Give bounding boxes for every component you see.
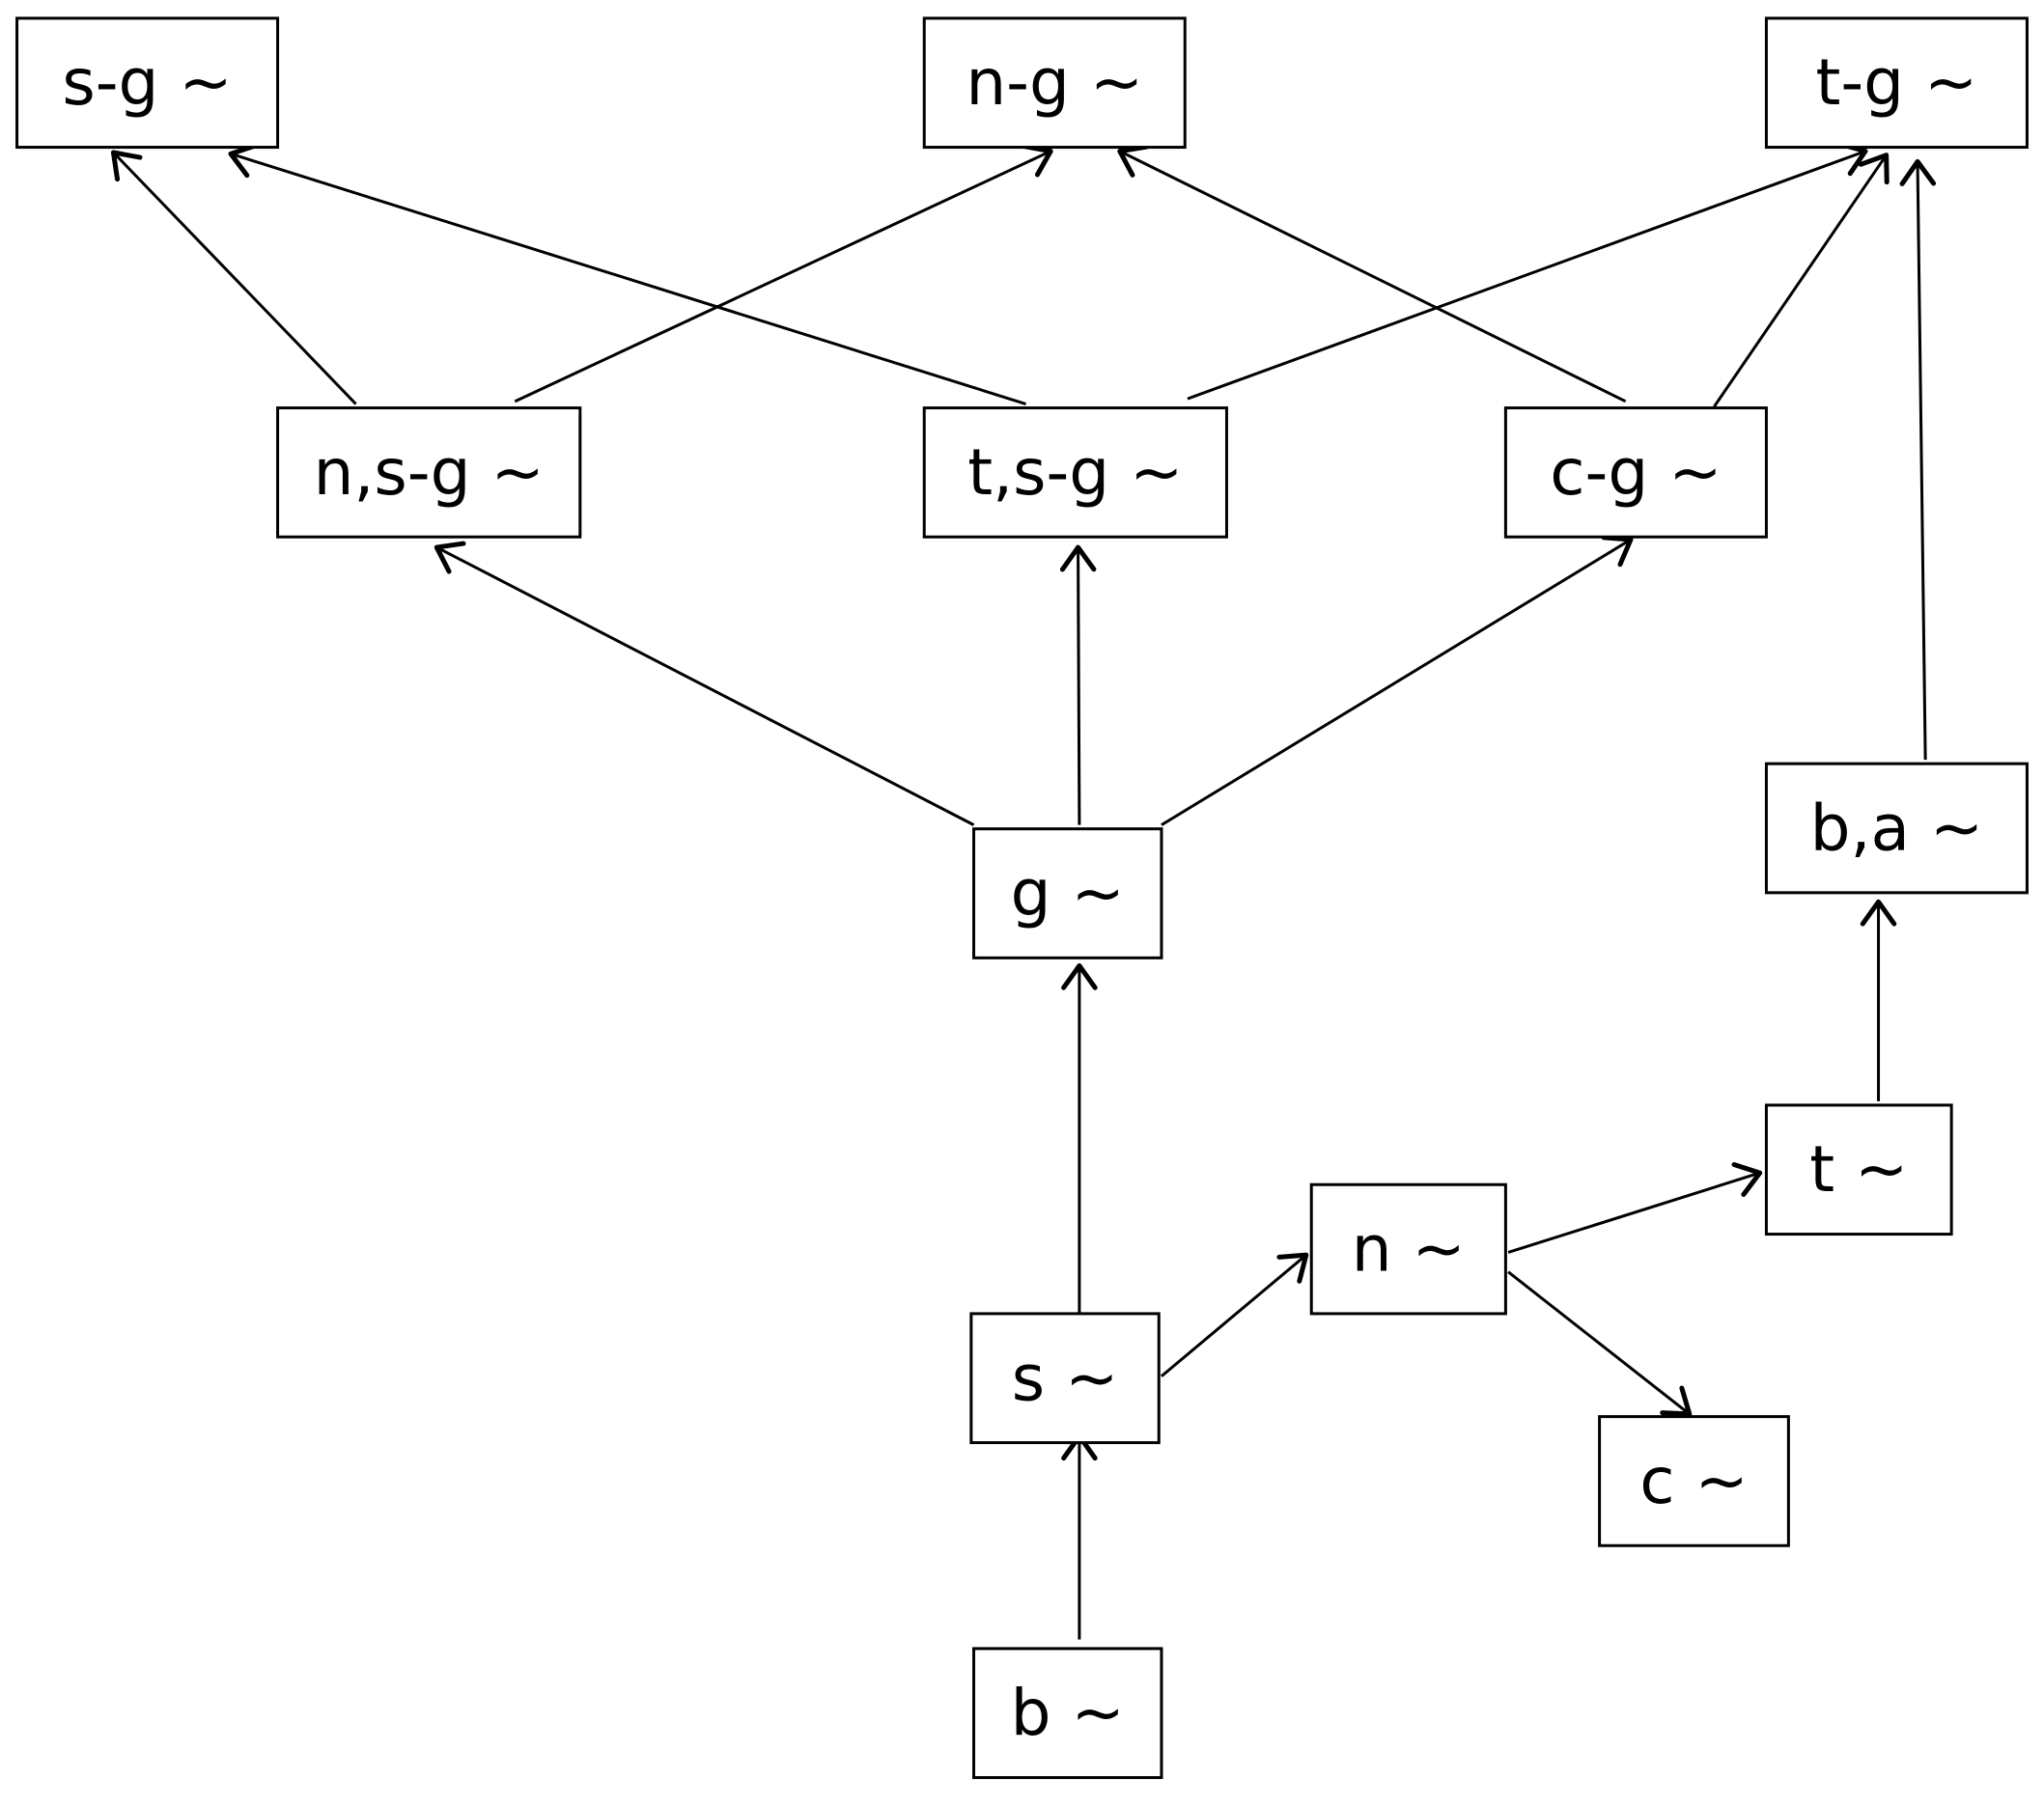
edge-line bbox=[1713, 153, 1888, 408]
edge-g-to-cg bbox=[1161, 535, 1634, 826]
edge-t-to-ba bbox=[1860, 899, 1897, 1101]
node-nsg: n,s-g ~ bbox=[276, 406, 582, 539]
edge-line bbox=[514, 150, 1051, 403]
edge-cg-to-ng bbox=[1117, 144, 1627, 403]
node-box bbox=[972, 1647, 1163, 1780]
node-box bbox=[972, 827, 1163, 959]
edge-ba-to-tg bbox=[1899, 158, 1937, 761]
edge-line bbox=[112, 151, 357, 405]
node-label: b ~ bbox=[1011, 1676, 1125, 1750]
node-label: n-g ~ bbox=[966, 45, 1143, 120]
node-sg: s-g ~ bbox=[15, 16, 280, 150]
node-tsg: t,s-g ~ bbox=[922, 406, 1228, 539]
node-box bbox=[276, 406, 582, 539]
node-box bbox=[1764, 16, 2029, 150]
node-label: t-g ~ bbox=[1815, 45, 1977, 120]
edge-nsg-to-ng bbox=[514, 144, 1053, 403]
node-label: s-g ~ bbox=[62, 45, 232, 120]
edge-line bbox=[1077, 547, 1081, 825]
edge-line bbox=[1161, 1254, 1307, 1377]
node-box bbox=[922, 16, 1187, 150]
edge-tsg-to-tg bbox=[1187, 141, 1868, 401]
edge-tsg-to-sg bbox=[228, 143, 1027, 405]
node-label: s ~ bbox=[1012, 1341, 1119, 1415]
edge-line bbox=[1187, 150, 1866, 401]
edge-g-to-nsg bbox=[434, 541, 975, 826]
arrowhead bbox=[1061, 962, 1098, 990]
node-label: n ~ bbox=[1352, 1212, 1466, 1287]
node-label: g ~ bbox=[1011, 856, 1125, 931]
edge-line bbox=[1507, 1171, 1761, 1254]
node-ba: b,a ~ bbox=[1764, 762, 2029, 895]
node-box bbox=[1598, 1415, 1790, 1547]
edges bbox=[110, 141, 1937, 1640]
arrowhead bbox=[110, 150, 143, 182]
node-s: s ~ bbox=[969, 1312, 1161, 1445]
node-c: c ~ bbox=[1598, 1415, 1790, 1547]
node-cg: c-g ~ bbox=[1503, 406, 1768, 539]
node-box bbox=[15, 16, 280, 150]
node-label: c-g ~ bbox=[1550, 435, 1722, 510]
arrowhead bbox=[1731, 1161, 1763, 1197]
node-box bbox=[922, 406, 1228, 539]
arrowhead bbox=[434, 541, 466, 574]
node-box bbox=[1764, 762, 2029, 895]
edge-n-to-t bbox=[1507, 1161, 1763, 1254]
edge-cg-to-tg bbox=[1713, 153, 1890, 408]
edge-line bbox=[1119, 150, 1627, 403]
edge-b-to-s bbox=[1061, 1433, 1098, 1640]
arrowhead bbox=[1059, 544, 1097, 572]
node-ng: n-g ~ bbox=[922, 16, 1187, 150]
node-b: b ~ bbox=[972, 1647, 1163, 1780]
edge-nsg-to-sg bbox=[110, 150, 357, 405]
arrowhead bbox=[1858, 153, 1890, 185]
arrowhead bbox=[1899, 158, 1937, 186]
node-label: n,s-g ~ bbox=[314, 435, 545, 510]
node-tg: t-g ~ bbox=[1764, 16, 2029, 150]
arrowhead bbox=[1860, 899, 1897, 927]
edge-line bbox=[230, 152, 1027, 405]
node-box bbox=[1503, 406, 1768, 539]
node-label: c ~ bbox=[1639, 1444, 1749, 1518]
edge-line bbox=[1161, 538, 1632, 826]
edge-s-to-g bbox=[1061, 962, 1098, 1314]
edge-g-to-tsg bbox=[1059, 544, 1097, 825]
node-box bbox=[1764, 1103, 1953, 1236]
edge-s-to-n bbox=[1161, 1252, 1309, 1377]
arrowhead bbox=[1601, 535, 1634, 568]
edge-n-to-c bbox=[1507, 1270, 1693, 1417]
node-box bbox=[1309, 1182, 1507, 1316]
node-n: n ~ bbox=[1309, 1182, 1507, 1316]
node-label: b,a ~ bbox=[1810, 792, 1984, 866]
node-g: g ~ bbox=[972, 827, 1163, 959]
node-label: t ~ bbox=[1809, 1132, 1908, 1207]
edge-line bbox=[435, 545, 975, 826]
nodes: s-g ~ n-g ~ t-g ~ n,s-g ~ t,s-g ~ c-g ~ g ~ b,a… bbox=[15, 16, 2029, 1780]
node-box bbox=[969, 1312, 1161, 1445]
edge-line bbox=[1507, 1270, 1691, 1416]
node-t: t ~ bbox=[1764, 1103, 1953, 1236]
edge-line bbox=[1916, 161, 1927, 761]
arrowhead bbox=[1660, 1385, 1693, 1417]
node-label: t,s-g ~ bbox=[967, 435, 1183, 510]
arrowhead bbox=[1276, 1252, 1309, 1284]
